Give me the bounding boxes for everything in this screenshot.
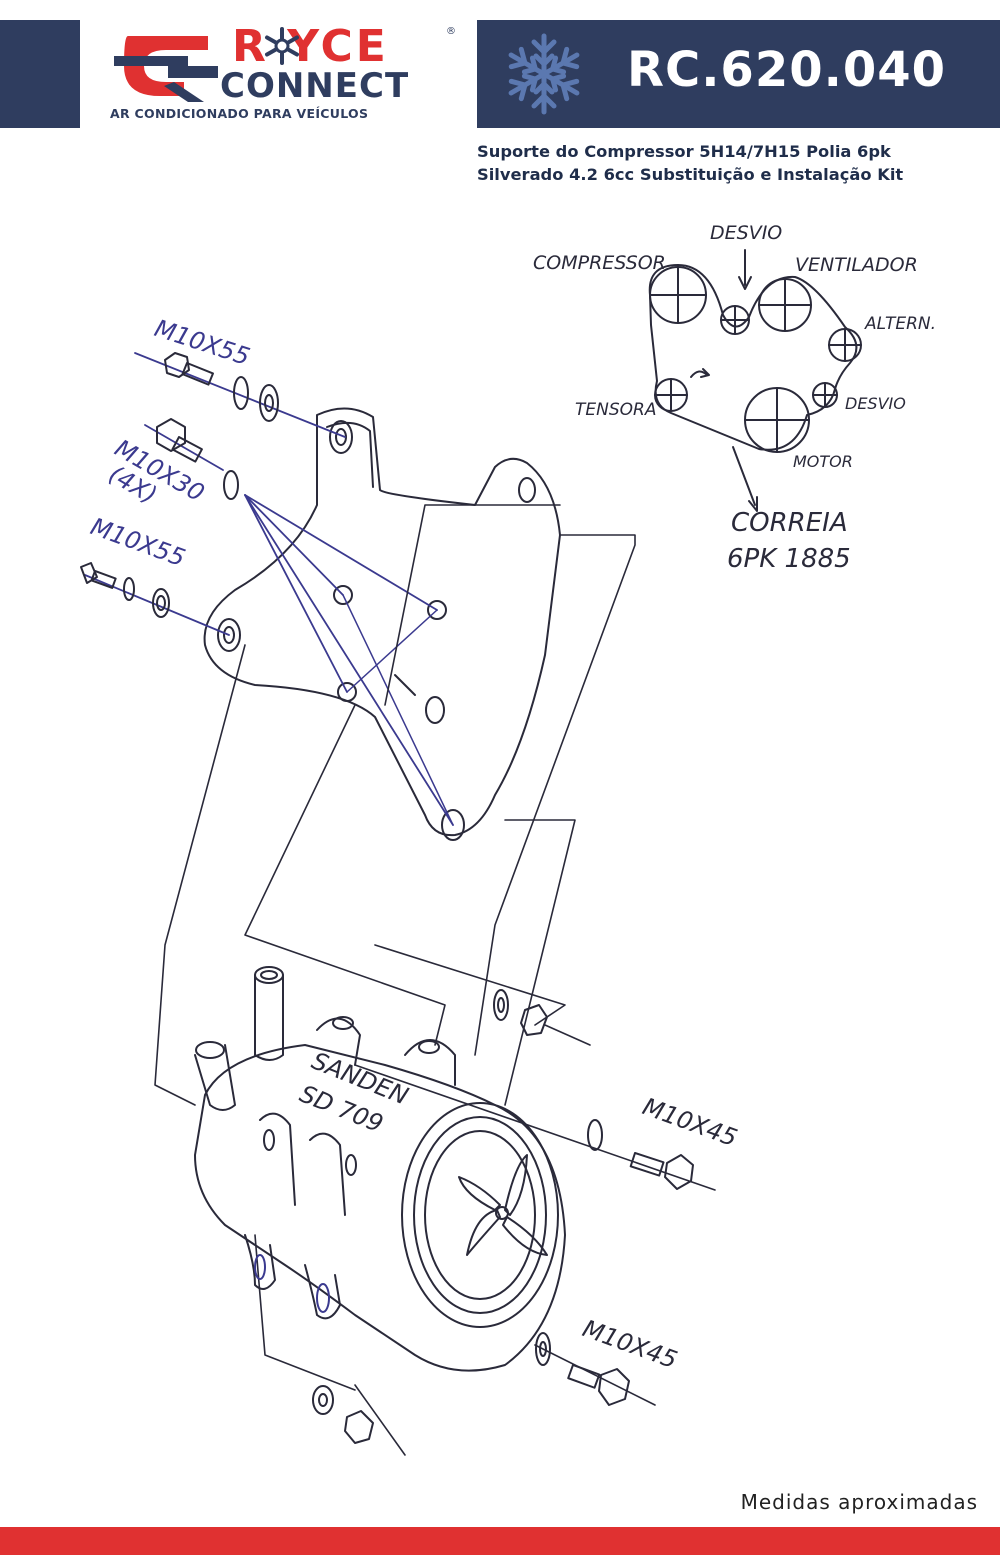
belt-routing-diagram — [648, 249, 862, 512]
bolt-m10x30 — [156, 418, 239, 500]
label-bolt-m10x55-lower: M10X55 — [87, 512, 189, 572]
belt-path — [648, 264, 858, 451]
bolt-m10x55-top — [164, 352, 279, 422]
royce-connect-logo: R YCE ® CONNECT AR CONDICIONADO PARA VEÍ… — [108, 22, 458, 126]
fastener-lines — [84, 352, 454, 826]
product-description: Suporte do Compressor 5H14/7H15 Polia 6p… — [477, 140, 987, 186]
label-ventilador: VENTILADOR — [795, 254, 918, 276]
compressor-clutch-pulley — [401, 1102, 559, 1328]
label-desvio-top: DESVIO — [710, 222, 782, 244]
label-correia: CORREIA — [731, 508, 848, 538]
product-code: RC.620.040 — [627, 42, 947, 98]
exploded-assembly-diagram: COMPRESSOR DESVIO VENTILADOR ALTERN. TEN… — [80, 222, 936, 1456]
description-line-2: Silverado 4.2 6cc Substituição e Instala… — [477, 165, 904, 184]
compressor-sanden — [194, 966, 716, 1456]
label-compressor: COMPRESSOR — [533, 252, 666, 274]
logo-snowflake-o-icon — [265, 27, 299, 65]
nut-washer-upper — [493, 989, 591, 1046]
label-bolt-m10x55-top: M10X55 — [151, 314, 253, 371]
label-desvio-bottom: DESVIO — [845, 394, 906, 413]
logo-emblem-icon — [114, 36, 218, 102]
description-line-1: Suporte do Compressor 5H14/7H15 Polia 6p… — [477, 142, 891, 161]
label-bolt-m10x45-lower: M10X45 — [579, 1314, 681, 1374]
label-correia-spec: 6PK 1885 — [727, 544, 851, 574]
label-tensora: TENSORA — [575, 400, 656, 420]
footer-note: Medidas aproximadas — [740, 1490, 978, 1514]
clutch-hub-icon — [458, 1154, 548, 1256]
compressor-bracket — [203, 407, 561, 841]
bolt-m10x45-lower — [535, 1332, 630, 1406]
nut-washer-lower — [312, 1385, 374, 1444]
label-bolt-m10x45-upper: M10X45 — [639, 1092, 741, 1152]
label-motor: MOTOR — [793, 452, 853, 471]
brand-connect: CONNECT — [220, 66, 410, 106]
bolt-m10x45-upper — [587, 1119, 694, 1190]
product-code-box: RC.620.040 — [477, 20, 1000, 128]
footer-red-bar — [0, 1527, 1000, 1555]
header-left-bar — [0, 20, 80, 128]
registered-mark: ® — [446, 26, 456, 37]
brand-tagline: AR CONDICIONADO PARA VEÍCULOS — [110, 106, 369, 121]
snowflake-icon — [499, 33, 589, 119]
label-alternador: ALTERN. — [864, 314, 936, 334]
alignment-lines — [154, 504, 636, 1391]
bolt-m10x55-lower — [80, 562, 170, 618]
brand-royce: R YCE — [232, 21, 389, 72]
